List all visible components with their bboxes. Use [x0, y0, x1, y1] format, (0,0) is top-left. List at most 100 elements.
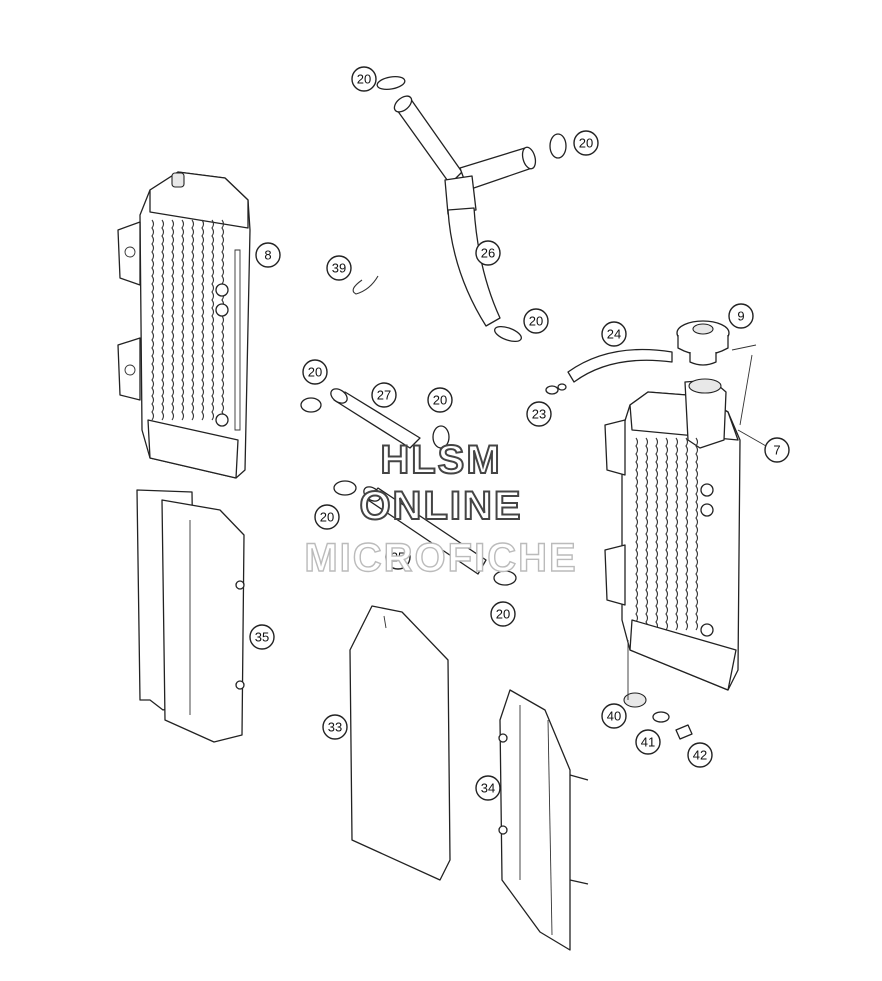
- callout-41-circle: [635, 729, 661, 755]
- grommet-washer-bolt: [623, 640, 693, 740]
- callout-20-b-circle: [573, 130, 599, 156]
- callout-20-a-circle: [351, 66, 377, 92]
- callout-20-a: 20: [351, 66, 377, 92]
- callout-33-text: 33: [328, 720, 342, 735]
- callout-27-text: 27: [377, 388, 391, 403]
- callout-27-circle: [371, 382, 397, 408]
- callout-7-circle: [764, 437, 790, 463]
- callout-34-text: 34: [481, 781, 495, 796]
- callout-24-text: 24: [607, 327, 621, 342]
- callout-35-text: 35: [255, 630, 269, 645]
- callout-20-e: 20: [427, 387, 453, 413]
- callout-labels: 20 20 26 20 8 39 9 24 7 23 20 27 20 20 25 20 35 33 40 41 42 3…: [249, 66, 790, 801]
- callout-7-text: 7: [773, 443, 780, 458]
- callout-20-c-text: 20: [529, 314, 543, 329]
- callout-8-circle: [255, 242, 281, 268]
- callout-42-text: 42: [693, 748, 707, 763]
- callout-40: 40: [601, 703, 627, 729]
- fitting-23: [545, 383, 567, 395]
- callout-34: 34: [475, 775, 501, 801]
- callout-20-b: 20: [573, 130, 599, 156]
- callout-26-circle: [475, 240, 501, 266]
- callout-20-g: 20: [490, 601, 516, 627]
- callout-20-c: 20: [523, 308, 549, 334]
- lower-hose-25: [363, 486, 487, 575]
- callout-35-circle: [249, 624, 275, 650]
- y-hose: [393, 95, 537, 327]
- radiator-fin: [221, 219, 225, 421]
- shroud-panel-33: [349, 605, 451, 881]
- watermark-line-2: ONLINE: [358, 483, 523, 529]
- callout-25-text: 25: [391, 550, 405, 565]
- radiator-fin: [675, 437, 679, 631]
- callout-20-c-circle: [523, 308, 549, 334]
- callout-39-text: 39: [332, 261, 346, 276]
- radiator-fin: [171, 219, 175, 421]
- callout-9: 9: [728, 303, 754, 329]
- callout-20-e-circle: [427, 387, 453, 413]
- hose-clamps: [300, 75, 567, 586]
- callout-25: 25: [385, 544, 411, 570]
- callout-20-d-text: 20: [308, 365, 322, 380]
- radiator-cap: [676, 320, 730, 366]
- callout-26-text: 26: [481, 246, 495, 261]
- overflow-hose: [567, 348, 673, 383]
- radiator-fin: [695, 437, 699, 631]
- callout-24: 24: [601, 321, 627, 347]
- louver-panel-35: [136, 489, 245, 743]
- callout-23-text: 23: [532, 407, 546, 422]
- leader-lines: [731, 344, 767, 447]
- radiator-fin: [151, 219, 155, 421]
- callout-20-a-text: 20: [357, 72, 371, 87]
- callout-23: 23: [526, 401, 552, 427]
- callout-20-d: 20: [302, 359, 328, 385]
- callout-41: 41: [635, 729, 661, 755]
- callout-27: 27: [371, 382, 397, 408]
- callout-20-f-circle: [314, 504, 340, 530]
- callout-23-circle: [526, 401, 552, 427]
- radiator-fin: [191, 219, 195, 421]
- callout-9-circle: [728, 303, 754, 329]
- callout-35: 35: [249, 624, 275, 650]
- watermark-line-3: MICROFICHE: [304, 535, 578, 580]
- radiator-fin: [665, 437, 669, 631]
- louver-34: [498, 689, 589, 951]
- callout-34-circle: [475, 775, 501, 801]
- callout-20-g-circle: [490, 601, 516, 627]
- callout-33: 33: [322, 714, 348, 740]
- lower-hose-27: [330, 388, 421, 449]
- radiator-fin: [685, 437, 689, 631]
- callout-40-text: 40: [607, 709, 621, 724]
- callout-20-e-text: 20: [433, 393, 447, 408]
- callout-42: 42: [687, 742, 713, 768]
- callout-9-text: 9: [737, 309, 744, 324]
- callout-20-g-text: 20: [496, 607, 510, 622]
- callout-40-circle: [601, 703, 627, 729]
- callout-20-d-circle: [302, 359, 328, 385]
- right-radiator: [604, 378, 741, 691]
- watermark-line-1: HLSM: [379, 437, 502, 483]
- callout-7: 7: [764, 437, 790, 463]
- callout-24-circle: [601, 321, 627, 347]
- callout-41-text: 41: [641, 735, 655, 750]
- radiator-fin: [211, 219, 215, 421]
- callout-20-f-text: 20: [320, 510, 334, 525]
- radiator-fin: [655, 437, 659, 631]
- radiator-fin: [161, 219, 165, 421]
- callout-20-f: 20: [314, 504, 340, 530]
- callout-33-circle: [322, 714, 348, 740]
- radiator-fin: [645, 437, 649, 631]
- radiator-fin: [181, 219, 185, 421]
- callout-39: 39: [326, 255, 352, 281]
- radiator-fin: [201, 219, 205, 421]
- callout-20-b-text: 20: [579, 136, 593, 151]
- left-radiator: [117, 171, 251, 479]
- spring-clip-39: [352, 275, 379, 295]
- callout-25-circle: [385, 544, 411, 570]
- callout-42-circle: [687, 742, 713, 768]
- callout-8: 8: [255, 242, 281, 268]
- callout-8-text: 8: [264, 248, 271, 263]
- callout-39-circle: [326, 255, 352, 281]
- radiator-fin: [635, 437, 639, 631]
